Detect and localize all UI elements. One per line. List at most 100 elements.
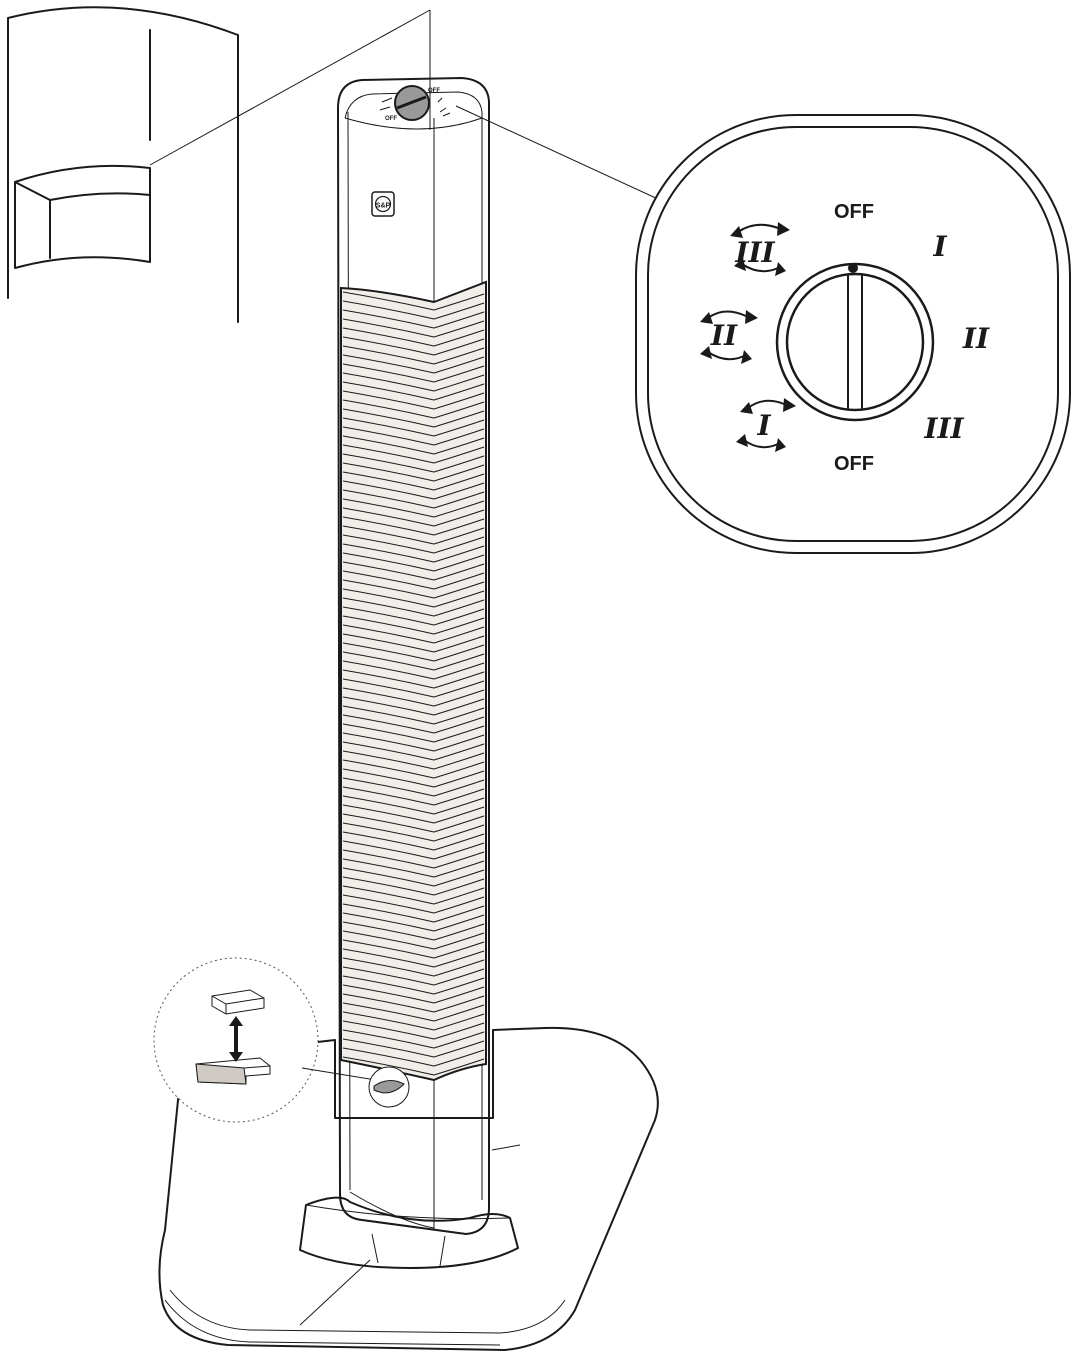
grille-slat <box>342 525 485 545</box>
grille-slat <box>342 705 485 725</box>
grille-slat <box>342 714 485 734</box>
grille-slat <box>342 849 485 869</box>
grille-slat <box>342 1038 485 1058</box>
grille-slat <box>342 309 485 329</box>
grille-slat <box>342 912 485 932</box>
grille-slat <box>342 444 485 464</box>
dial-zoom-panel: OFF OFF I II III III II I <box>635 114 1071 554</box>
grille-slat <box>342 1047 485 1067</box>
grille-slat <box>342 327 485 347</box>
grille-slat <box>342 507 485 527</box>
grille-slat <box>342 840 485 860</box>
grille-slat <box>342 660 485 680</box>
grille-slat <box>342 453 485 473</box>
grille-slat <box>342 894 485 914</box>
grille-slat <box>342 759 485 779</box>
grille-slat <box>342 579 485 599</box>
grille-slat <box>342 867 485 887</box>
grille-slat <box>342 318 485 338</box>
grille-slat <box>342 768 485 788</box>
grille-slat <box>342 372 485 392</box>
grille-slat <box>342 642 485 662</box>
grille-slat <box>342 723 485 743</box>
grille-panel <box>340 280 487 1082</box>
grille-slat <box>342 552 485 572</box>
grille-slat <box>342 858 485 878</box>
grille-slat <box>342 777 485 797</box>
grille-slat <box>342 381 485 401</box>
tower-top-dial: OFF OFF <box>379 85 661 201</box>
grille-slat <box>342 795 485 815</box>
grille-slat <box>342 480 485 500</box>
grille-slat <box>342 291 485 311</box>
oscillation-2-label: II <box>710 319 738 352</box>
grille-slat <box>342 597 485 617</box>
grille-slat <box>342 588 485 608</box>
grille-slat <box>342 669 485 689</box>
grille-slat <box>342 687 485 707</box>
grille-slat <box>342 408 485 428</box>
rotate-arrows-icon <box>700 222 796 452</box>
brand-logo-text: S&P <box>376 203 391 210</box>
brand-logo: S&P <box>371 191 395 217</box>
speed-1-label: I <box>932 230 947 263</box>
grille-slat <box>342 489 485 509</box>
grille-slat <box>342 750 485 770</box>
grille-slat <box>342 822 485 842</box>
grille-slat <box>342 345 485 365</box>
grille-slat <box>342 696 485 716</box>
grille-slat <box>342 966 485 986</box>
grille-slat <box>342 939 485 959</box>
grille-slat <box>342 741 485 761</box>
grille-slat <box>342 1056 485 1076</box>
fan-base <box>158 1026 659 1351</box>
grille-slat <box>342 543 485 563</box>
grille-slat <box>342 975 485 995</box>
grille-slat <box>342 516 485 536</box>
grille-slat <box>342 957 485 977</box>
grille-slat <box>342 921 485 941</box>
grille-slat <box>342 390 485 410</box>
grille-slat <box>342 1011 485 1031</box>
grille-slat <box>342 1002 485 1022</box>
grille-slat <box>342 471 485 491</box>
grille-slat <box>342 993 485 1013</box>
grille-slat <box>342 435 485 455</box>
grille-slat <box>342 363 485 383</box>
grille-slats <box>342 291 485 1076</box>
grille-slat <box>342 813 485 833</box>
grille-slat <box>342 399 485 419</box>
top-dial-off-bottom-label: OFF <box>385 116 397 122</box>
grille-slat <box>342 498 485 518</box>
grille-slat <box>342 930 485 950</box>
grille-slat <box>342 903 485 923</box>
filter-inset <box>153 957 410 1123</box>
oscillation-1-label: I <box>756 409 771 442</box>
grille-slat <box>342 1029 485 1049</box>
grille-slat <box>342 786 485 806</box>
double-arrow-icon <box>229 1016 243 1062</box>
grille-slat <box>342 948 485 968</box>
dial-off-bottom-label: OFF <box>834 453 874 475</box>
wall-detail <box>7 6 431 323</box>
dial-off-top-label: OFF <box>834 201 874 223</box>
speed-2-label: II <box>962 322 990 355</box>
grille-slat <box>342 534 485 554</box>
grille-slat <box>342 984 485 1004</box>
grille-slat <box>342 336 485 356</box>
grille-slat <box>342 570 485 590</box>
grille-slat <box>342 426 485 446</box>
grille-slat <box>342 462 485 482</box>
grille-slat <box>342 732 485 752</box>
grille-slat <box>342 561 485 581</box>
grille-slat <box>342 885 485 905</box>
grille-slat <box>342 615 485 635</box>
grille-slat <box>342 651 485 671</box>
grille-slat <box>342 354 485 374</box>
grille-slat <box>342 624 485 644</box>
grille-slat <box>342 417 485 437</box>
grille-slat <box>342 876 485 896</box>
grille-slat <box>342 606 485 626</box>
grille-slat <box>342 633 485 653</box>
